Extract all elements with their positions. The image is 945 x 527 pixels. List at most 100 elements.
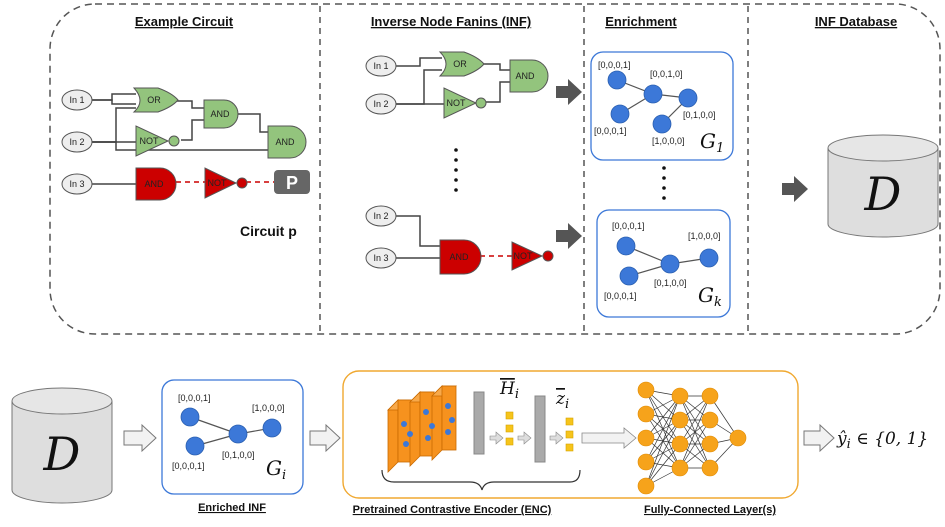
arrow-inf-to-g1 (556, 79, 582, 105)
pool-bar-1 (473, 391, 485, 455)
fc-edge (645, 395, 681, 439)
graph-gk-nodes (616, 236, 719, 286)
fc-neuron (671, 411, 689, 429)
z-vector (565, 417, 574, 452)
inf-and-gate: AND (509, 59, 549, 93)
gi-title: Gi (266, 456, 286, 483)
input-in3: In 3 (61, 173, 93, 195)
graph-gi-nodes (180, 407, 282, 456)
p-badge: P (274, 170, 310, 194)
fc-edge (709, 395, 739, 439)
inf-or-gate: OR (438, 51, 485, 77)
g1-label-5: [1,0,0,0] (652, 136, 685, 146)
fc-neuron (637, 405, 655, 423)
gk-label-1: [0,0,0,1] (612, 221, 645, 231)
encoder-brace (381, 469, 581, 491)
svg-text:P: P (286, 173, 298, 193)
svg-text:AND: AND (275, 137, 295, 147)
title-example-circuit: Example Circuit (135, 14, 234, 29)
inf-in2-bottom: In 2 (365, 205, 397, 227)
svg-text:AND: AND (515, 71, 535, 81)
g1-label-3: [0,0,0,1] (594, 126, 627, 136)
database-cylinder-top: D (827, 134, 939, 238)
gi-label-4: [0,0,0,1] (172, 461, 205, 471)
example-circuit (92, 93, 270, 185)
svg-text:OR: OR (453, 59, 467, 69)
fc-neuron (701, 411, 719, 429)
fc-neuron (671, 387, 689, 405)
not-gate-red-circuit: NOT (204, 167, 248, 199)
graph-g1-nodes (607, 70, 698, 134)
fc-neuron (671, 435, 689, 453)
graph-g1-box (590, 51, 734, 161)
svg-text:OR: OR (147, 95, 161, 105)
input-in1: In 1 (61, 89, 93, 111)
svg-text:NOT: NOT (208, 178, 228, 188)
fc-edge (679, 395, 711, 445)
svg-text:In 1: In 1 (373, 61, 388, 71)
g1-label-4: [0,1,0,0] (683, 110, 716, 120)
inf-in2-top: In 2 (365, 93, 397, 115)
svg-text:In 3: In 3 (373, 253, 388, 263)
arrow-to-output (803, 423, 835, 453)
inf-vertical-dots (454, 148, 458, 192)
svg-text:In 2: In 2 (373, 99, 388, 109)
svg-text:AND: AND (144, 179, 164, 189)
inf-not-gate: NOT (443, 87, 487, 119)
gi-label-1: [0,0,0,1] (178, 393, 211, 403)
circuit-caption: Circuit p (240, 223, 297, 239)
and-gate-red-circuit: AND (135, 167, 177, 201)
fc-edge (679, 395, 711, 469)
and-gate-circuit-2: AND (267, 125, 307, 159)
or-gate-circuit: OR (132, 87, 179, 113)
arrow-small-3 (549, 431, 564, 445)
not-gate-circuit: NOT (135, 125, 180, 157)
conv-layer-stack (387, 385, 466, 473)
fc-neuron (637, 477, 655, 495)
arrow-inf-to-gk (556, 223, 582, 249)
svg-text:AND: AND (210, 109, 230, 119)
fc-neuron (671, 459, 689, 477)
fc-network (637, 381, 747, 495)
svg-text:NOT: NOT (447, 98, 467, 108)
fc-neuron (637, 381, 655, 399)
inf-bottom (396, 215, 442, 259)
fc-edge (645, 395, 681, 463)
output-expression: ŷi ∈ {0, 1} (836, 429, 928, 452)
label-encoder: Pretrained Contrastive Encoder (ENC) (353, 504, 552, 516)
inf-in1: In 1 (365, 55, 397, 77)
fc-neuron (701, 387, 719, 405)
h-vector (505, 411, 514, 446)
fc-edge (645, 443, 681, 487)
label-enriched-inf: Enriched INF (198, 502, 266, 514)
fc-neuron (729, 429, 747, 447)
gi-label-2: [1,0,0,0] (252, 403, 285, 413)
arrow-small-1 (489, 431, 504, 445)
z-label: zi (555, 389, 569, 412)
fc-neuron (701, 459, 719, 477)
input-in2: In 2 (61, 131, 93, 153)
gk-label-3: [0,1,0,0] (654, 278, 687, 288)
gk-label-2: [1,0,0,0] (688, 231, 721, 241)
database-cylinder-bottom: D (11, 387, 113, 504)
g1-label-1: [0,0,0,1] (598, 60, 631, 70)
arrow-to-fc (581, 427, 637, 449)
pool-bar-2 (534, 395, 546, 463)
gi-label-3: [0,1,0,0] (222, 450, 255, 460)
inf-in3: In 3 (365, 247, 397, 269)
fc-neuron (701, 435, 719, 453)
gk-title: Gk (698, 283, 722, 310)
svg-text:In 2: In 2 (69, 137, 84, 147)
svg-text:In 3: In 3 (69, 179, 84, 189)
g1-label-2: [0,0,1,0] (650, 69, 683, 79)
title-enrichment: Enrichment (605, 14, 677, 29)
svg-text:NOT: NOT (514, 251, 534, 261)
inf-not-red: NOT (511, 241, 554, 271)
and-gate-circuit-1: AND (203, 99, 239, 129)
title-inf-database: INF Database (815, 14, 897, 29)
fc-edge (645, 419, 681, 487)
svg-text:NOT: NOT (140, 136, 160, 146)
svg-text:D: D (864, 167, 902, 221)
label-fc: Fully-Connected Layer(s) (644, 504, 776, 516)
